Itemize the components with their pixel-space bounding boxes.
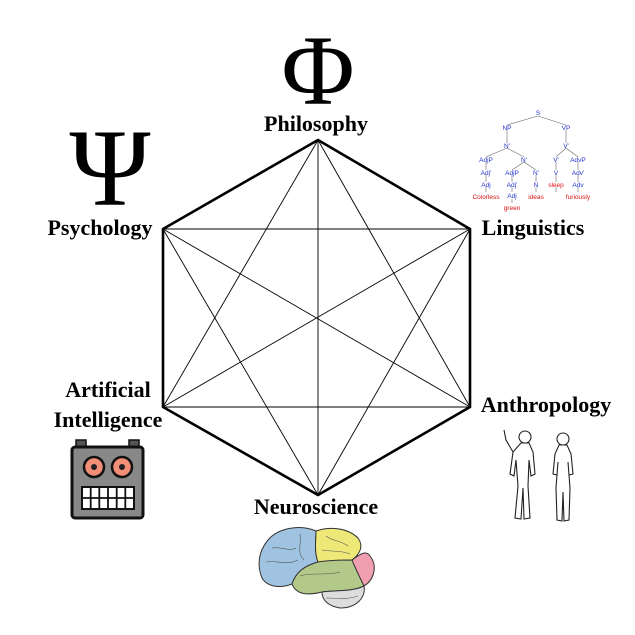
ai-label-line1: Artificial — [65, 377, 151, 402]
hexagon-outline — [161, 138, 472, 497]
tree-node: N' — [521, 157, 527, 164]
tree-word: Colorless — [472, 194, 500, 201]
brain-temporal-lobe — [291, 559, 365, 595]
tree-word: green — [504, 205, 521, 212]
tree-node: N' — [504, 143, 510, 150]
psychology-label: Psychology — [47, 215, 152, 240]
tree-node: VP — [562, 125, 571, 132]
linguistics-node: S NP VP N' V' AdjP N' V' AdvP Adj' AdjP … — [472, 110, 590, 240]
neuroscience-label: Neuroscience — [254, 494, 378, 519]
anthropology-label: Anthropology — [481, 392, 611, 417]
tree-node: V' — [553, 157, 559, 164]
psychology-node: Ψ Psychology — [47, 107, 152, 240]
tree-node: S — [536, 110, 541, 117]
philosophy-label: Philosophy — [264, 111, 368, 136]
tree-node: Adj' — [481, 170, 492, 177]
tree-node: Adj — [481, 182, 490, 189]
tree-node: Adv — [572, 182, 584, 189]
tree-node: Adv' — [572, 170, 584, 177]
tree-node: AdvP — [570, 157, 586, 164]
philosophy-node: Φ Philosophy — [264, 15, 368, 136]
phi-icon: Φ — [281, 15, 354, 126]
human-figures-icon — [503, 429, 574, 522]
tree-node: AdjP — [479, 157, 493, 164]
ai-node: Artificial Intelligence — [54, 377, 163, 520]
tree-node: NP — [502, 125, 511, 132]
psi-icon: Ψ — [69, 107, 150, 229]
tree-word: ideas — [528, 194, 544, 201]
brain-parietal-lobe — [315, 527, 362, 563]
tree-node: V' — [563, 143, 569, 150]
neuroscience-node: Neuroscience — [254, 494, 378, 609]
tree-node: N — [534, 182, 539, 189]
syntax-tree-icon: S NP VP N' V' AdjP N' V' AdvP Adj' AdjP … — [472, 110, 590, 212]
brain-icon — [258, 527, 375, 609]
tree-node: N' — [533, 170, 539, 177]
tree-word: sleep — [548, 182, 564, 189]
tree-word: furiously — [566, 194, 591, 201]
anthropology-node: Anthropology — [481, 392, 611, 522]
tree-node: AdjP — [505, 170, 519, 177]
tree-node: V — [554, 170, 559, 177]
linguistics-label: Linguistics — [482, 215, 585, 240]
ai-label-line2: Intelligence — [54, 407, 163, 432]
brain-cerebellum — [321, 585, 365, 609]
robot-head-icon — [70, 439, 145, 520]
tree-node: Adj — [507, 193, 516, 200]
connection-lines — [162, 139, 471, 496]
tree-node: Adj' — [507, 182, 518, 189]
